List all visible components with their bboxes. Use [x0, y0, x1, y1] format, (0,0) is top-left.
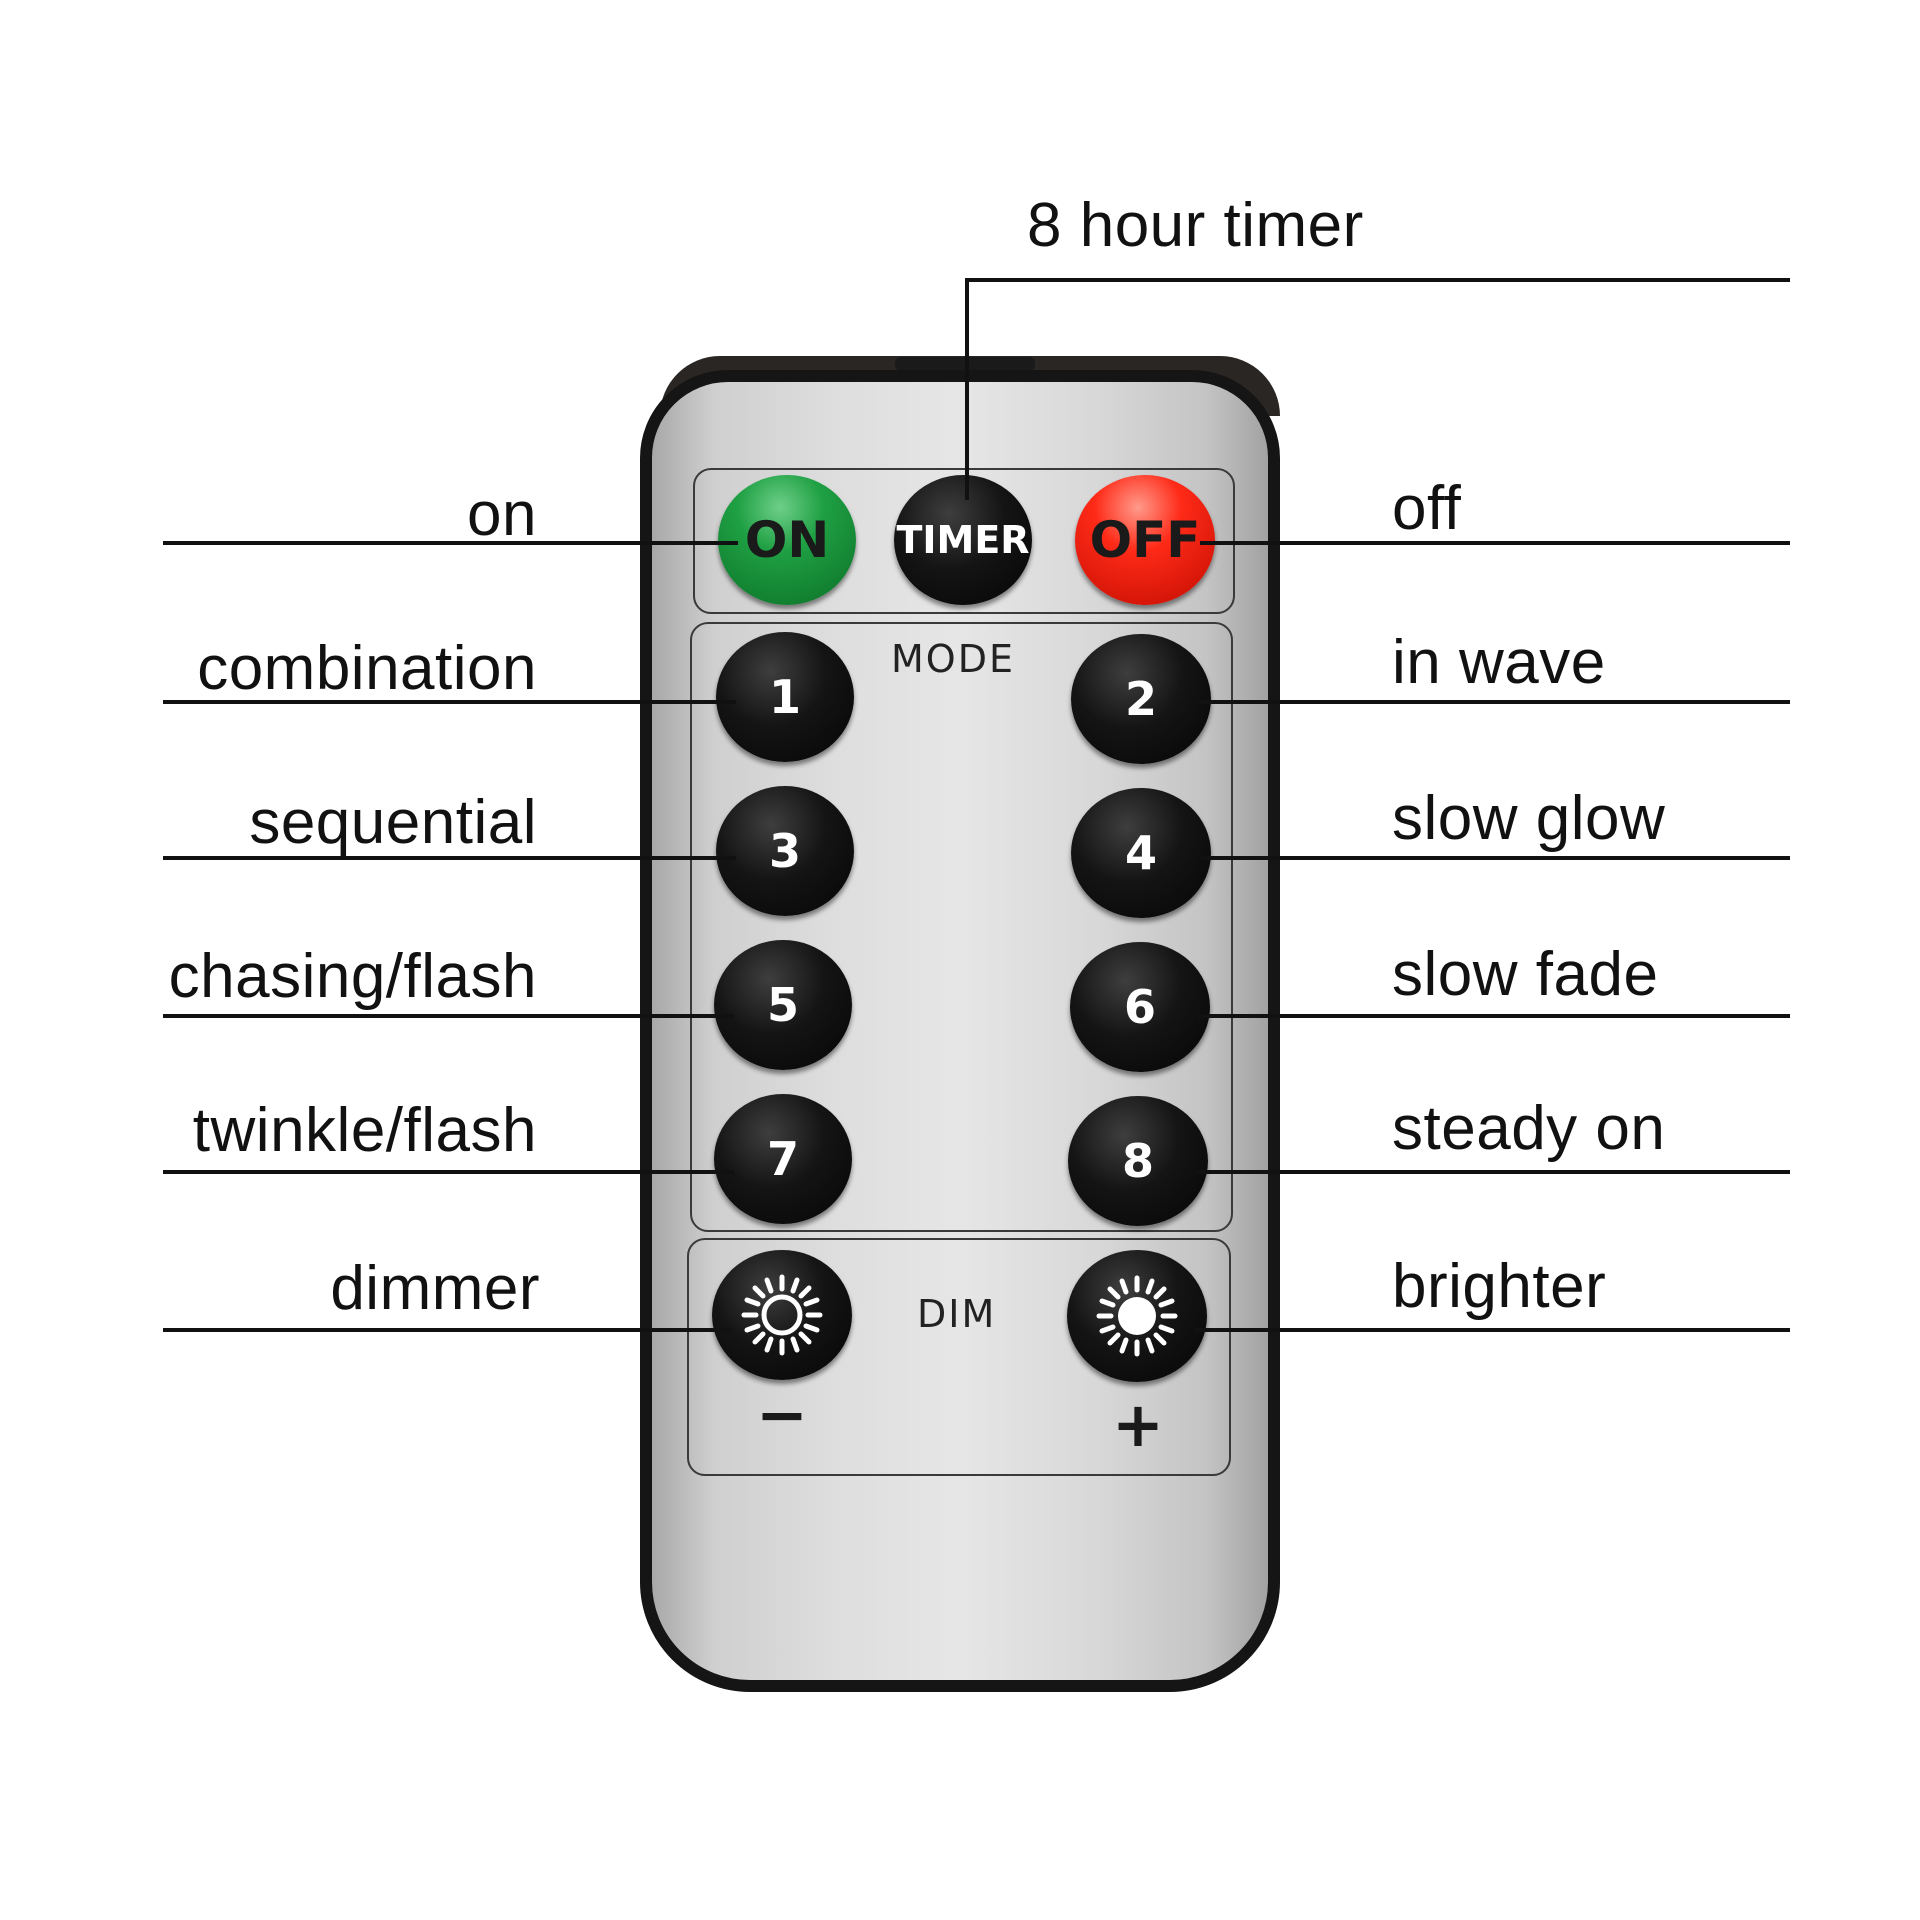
callout-combination: combination — [197, 634, 537, 703]
callout-brighter: brighter — [1392, 1252, 1607, 1321]
callout-twinkle-flash: twinkle/flash — [192, 1096, 537, 1165]
brighter-button[interactable] — [1067, 1250, 1207, 1382]
mode-button-7[interactable]: 7 — [714, 1094, 852, 1224]
mode-button-2-label: 2 — [1124, 672, 1157, 726]
mode-button-8[interactable]: 8 — [1068, 1096, 1208, 1226]
combination-leader — [163, 700, 736, 704]
callout-timer: 8 hour timer — [1027, 191, 1364, 260]
mode-button-1-label: 1 — [768, 670, 801, 724]
timer-button[interactable]: TIMER — [894, 475, 1032, 605]
timer-leader-vertical — [965, 278, 969, 500]
off-button-label: OFF — [1089, 511, 1201, 569]
mode-button-8-label: 8 — [1121, 1134, 1154, 1188]
slow-fade-leader — [1198, 1014, 1790, 1018]
callout-chasing-flash: chasing/flash — [168, 942, 537, 1011]
callout-off: off — [1392, 474, 1462, 543]
brighter-leader — [1195, 1328, 1790, 1332]
off-leader — [1200, 541, 1790, 545]
mode-button-3[interactable]: 3 — [716, 786, 854, 916]
mode-panel — [690, 622, 1233, 1232]
plus-sign: + — [1112, 1388, 1164, 1461]
mode-button-7-label: 7 — [766, 1132, 799, 1186]
mode-button-5-label: 5 — [766, 978, 799, 1032]
mode-button-2[interactable]: 2 — [1071, 634, 1211, 764]
callout-slow-glow: slow glow — [1392, 784, 1666, 853]
mode-button-3-label: 3 — [768, 824, 801, 878]
mode-button-6-label: 6 — [1123, 980, 1156, 1034]
slow-glow-leader — [1200, 856, 1790, 860]
sequential-leader — [163, 856, 736, 860]
callout-in-wave: in wave — [1392, 628, 1606, 697]
mode-button-1[interactable]: 1 — [716, 632, 854, 762]
twinkle-flash-leader — [163, 1170, 734, 1174]
mode-label: MODE — [891, 637, 1015, 681]
off-button[interactable]: OFF — [1075, 475, 1215, 605]
dimmer-button[interactable] — [712, 1250, 852, 1380]
mode-button-4[interactable]: 4 — [1071, 788, 1211, 918]
timer-button-label: TIMER — [896, 518, 1030, 562]
callout-on: on — [467, 480, 537, 549]
callout-slow-fade: slow fade — [1392, 940, 1659, 1009]
in-wave-leader — [1200, 700, 1790, 704]
mode-button-5[interactable]: 5 — [714, 940, 852, 1070]
on-button-label: ON — [744, 511, 830, 569]
mode-button-6[interactable]: 6 — [1070, 942, 1210, 1072]
on-leader — [163, 541, 738, 545]
minus-sign: − — [756, 1378, 808, 1451]
dimmer-leader — [163, 1328, 732, 1332]
on-button[interactable]: ON — [718, 475, 856, 605]
sun-outline-icon — [740, 1273, 824, 1357]
steady-on-leader — [1196, 1170, 1790, 1174]
chasing-flash-leader — [163, 1014, 734, 1018]
callout-dimmer: dimmer — [330, 1254, 540, 1323]
sun-filled-icon — [1095, 1274, 1179, 1358]
callout-sequential: sequential — [249, 788, 537, 857]
callout-steady-on: steady on — [1392, 1094, 1666, 1163]
dim-label: DIM — [917, 1292, 997, 1336]
mode-button-4-label: 4 — [1124, 826, 1157, 880]
dim-panel — [687, 1238, 1231, 1476]
timer-leader-horizontal — [965, 278, 1790, 282]
